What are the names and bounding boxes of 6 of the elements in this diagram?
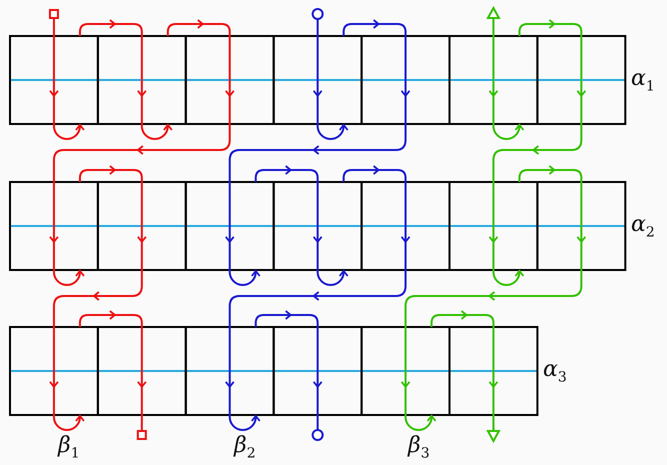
- beta-label: β$_{1}$: [58, 435, 80, 460]
- alpha-label: α$_{2}$: [631, 214, 655, 240]
- beta-label: β$_{3}$: [408, 435, 430, 460]
- alpha-label: α$_{1}$: [631, 68, 655, 94]
- beta-label: β$_{2}$: [234, 435, 256, 460]
- alpha-label: α$_{3}$: [543, 359, 567, 384]
